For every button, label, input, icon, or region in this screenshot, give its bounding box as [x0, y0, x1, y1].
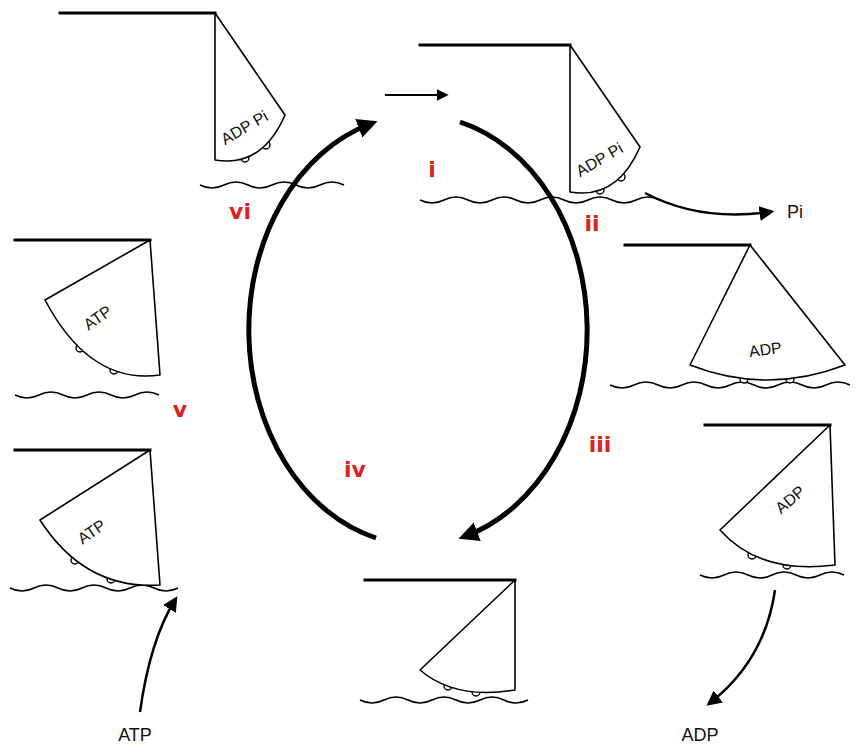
step-number: iv	[344, 459, 366, 481]
myosin-lever	[15, 239, 150, 242]
myosin-head	[690, 245, 845, 380]
actin-filament	[200, 182, 344, 188]
myosin-lever	[625, 244, 750, 247]
actin-filament	[610, 382, 850, 388]
myosin-head	[420, 580, 515, 693]
myosin-lever	[420, 44, 570, 47]
release-arrow	[710, 590, 775, 703]
myosin-lever	[365, 579, 515, 582]
cycle-arrow	[249, 124, 376, 538]
myosin-head	[570, 45, 640, 193]
myosin-head	[720, 425, 835, 567]
released-molecule-label: ADP	[681, 726, 718, 744]
step-number: vi	[229, 201, 251, 223]
actin-filament	[360, 697, 528, 703]
myosin-lever	[705, 424, 830, 427]
myosin-head	[40, 450, 160, 585]
myosin-lever	[15, 449, 150, 452]
head-bumps	[71, 141, 794, 696]
step-number: iii	[589, 434, 612, 456]
myosin-head	[215, 13, 285, 161]
binding-arrow	[140, 600, 175, 712]
actin-filament	[420, 197, 660, 203]
step-number: v	[173, 399, 187, 421]
myosin-head	[45, 240, 160, 376]
released-molecule-label: Pi	[787, 203, 803, 221]
actin-filament	[15, 392, 159, 398]
release-arrow	[645, 193, 770, 215]
actin-filament	[700, 572, 844, 578]
myosin-lever	[60, 12, 215, 15]
cycle-arrow	[460, 122, 587, 536]
step-number: i	[428, 159, 436, 181]
step-arrow	[385, 94, 445, 96]
step-number: ii	[584, 213, 599, 235]
released-molecule-label: ATP	[118, 726, 152, 744]
